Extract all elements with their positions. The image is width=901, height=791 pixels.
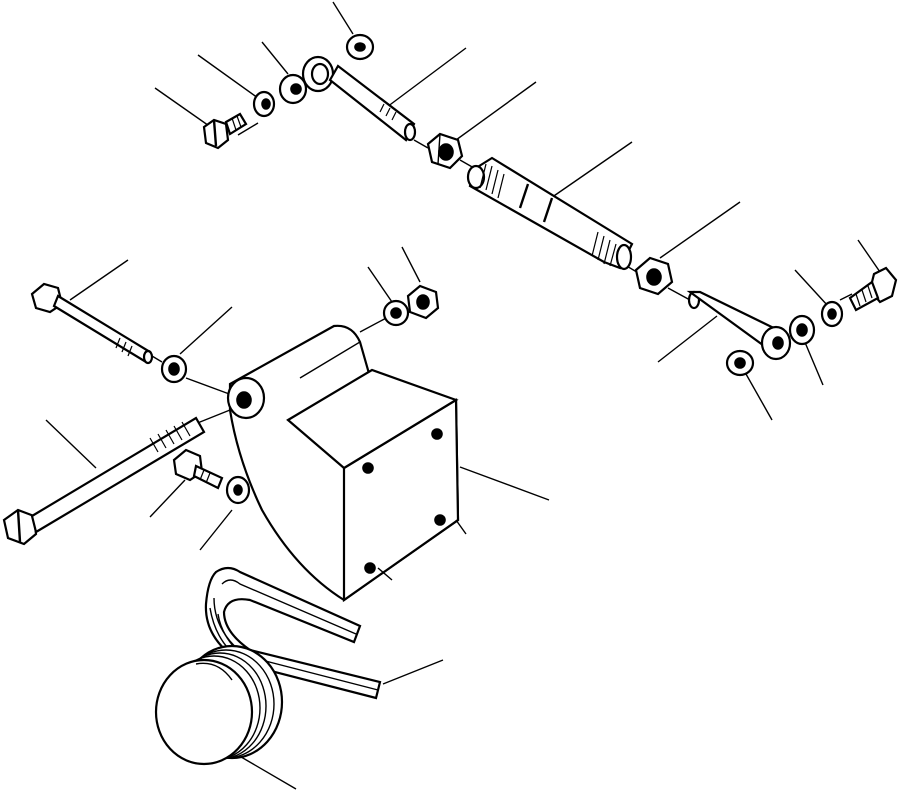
adjusting-bolt	[172, 448, 224, 490]
alternator-bracket	[226, 324, 467, 603]
top-washer-2	[278, 73, 308, 105]
leader-nut-top	[455, 81, 537, 141]
centerline-e	[667, 287, 691, 301]
leader-top-washer	[332, 1, 354, 35]
long-bolt	[2, 416, 206, 546]
upper-bolt	[30, 282, 154, 365]
upper-washer	[160, 354, 188, 384]
leader-top-bolt	[154, 87, 213, 129]
leader-lock-washer	[197, 54, 259, 99]
leader-spacer-bolt	[382, 47, 467, 111]
centerline-h	[185, 377, 233, 396]
leader-bracket-washer	[367, 266, 393, 303]
leader-right-washer-2	[745, 373, 773, 421]
top-washer	[345, 33, 375, 61]
leader-adj-washer	[199, 509, 233, 551]
leader-nut-right	[659, 201, 741, 259]
leader-belt	[382, 659, 444, 685]
leader-adjust-shaft	[547, 141, 633, 201]
leader-adj-bolt	[149, 479, 186, 518]
top-bolt	[202, 112, 248, 150]
leader-bracket-nut	[401, 246, 421, 283]
spacer-bolt-right	[686, 290, 792, 361]
washer-right	[788, 314, 816, 346]
centerline-a	[237, 122, 259, 136]
lock-washer-right	[820, 300, 844, 328]
pulley	[154, 644, 284, 766]
adjusting-shaft	[466, 156, 634, 271]
adjusting-washer	[225, 475, 251, 505]
leader-right-spacer	[657, 315, 718, 363]
spacer-bolt-top	[301, 55, 417, 142]
centerline-g	[151, 355, 163, 363]
leader-right-washer	[803, 339, 824, 386]
leader-long-bolt	[45, 419, 97, 469]
washer-right-2	[725, 349, 755, 377]
leader-top-washer-2	[261, 41, 289, 75]
leader-pulley	[235, 753, 297, 790]
right-bolt	[848, 266, 898, 312]
leader-right-lock-washer	[794, 269, 829, 307]
nut-top	[426, 132, 464, 170]
leader-lines	[45, 1, 881, 790]
bracket-nut	[406, 284, 440, 320]
leader-right-bolt	[857, 239, 881, 273]
centerline-f	[839, 293, 853, 301]
leader-bracket	[459, 466, 550, 501]
leader-upper-bolt	[69, 259, 129, 301]
bracket-washer	[382, 299, 410, 327]
nut-right	[634, 256, 674, 296]
leader-upper-washer	[179, 306, 233, 355]
centerline-b	[413, 139, 429, 149]
lock-washer-top	[252, 90, 276, 118]
